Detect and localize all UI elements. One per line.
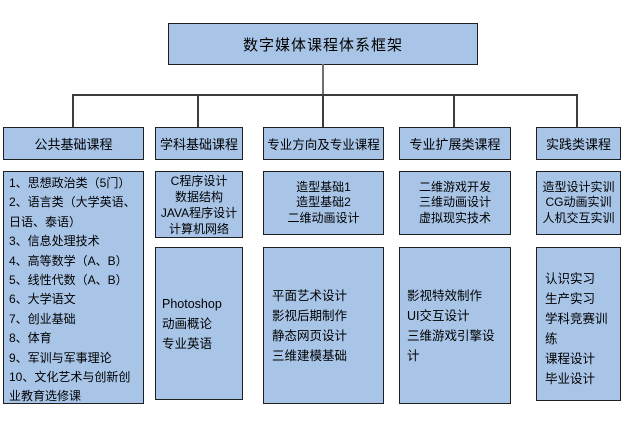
category-header-major-extension: 专业扩展类课程 <box>399 127 511 160</box>
connector-drop-line-3 <box>322 95 324 128</box>
category-header-discipline-basic: 学科基础课程 <box>155 127 243 160</box>
connector-drop-line-5 <box>576 95 578 128</box>
course-box-text: Photoshop 动画概论 专业英语 <box>162 296 222 351</box>
course-box-major-extension-lower: 影视特效制作 UI交互设计 三维游戏引擎设 计 <box>399 247 511 404</box>
course-box-text: 造型设计实训 CG动画实训 人机交互实训 <box>542 179 615 225</box>
course-box-text: 二维游戏开发 三维动画设计 虚拟现实技术 <box>418 179 491 225</box>
connector-root-vertical-line <box>322 64 324 95</box>
diagram-title: 数字媒体课程体系框架 <box>242 36 403 54</box>
connector-drop-line-4 <box>453 95 455 128</box>
course-box-text: 造型基础1 造型基础2 二维动画设计 <box>287 179 360 225</box>
course-box-major-direction-lower: 平面艺术设计 影视后期制作 静态网页设计 三维建模基础 <box>263 247 384 404</box>
category-header-label: 实践类课程 <box>545 137 611 152</box>
course-box-public-basic-list: 1、思想政治类（5门） 2、语言类（大学英语、 日语、泰语） 3、信息处理技术 … <box>3 171 144 404</box>
category-header-label: 学科基础课程 <box>159 137 238 152</box>
connector-horizontal-rail <box>72 94 578 96</box>
connector-drop-line-1 <box>72 95 74 128</box>
course-box-major-direction-upper: 造型基础1 造型基础2 二维动画设计 <box>263 171 384 235</box>
course-box-major-extension-upper: 二维游戏开发 三维动画设计 虚拟现实技术 <box>399 171 511 235</box>
course-box-practice-upper: 造型设计实训 CG动画实训 人机交互实训 <box>536 171 621 235</box>
course-box-text: 平面艺术设计 影视后期制作 静态网页设计 三维建模基础 <box>272 288 348 363</box>
course-box-discipline-basic-lower: Photoshop 动画概论 专业英语 <box>155 247 243 400</box>
category-header-label: 专业扩展类课程 <box>409 137 501 152</box>
diagram-title-box: 数字媒体课程体系框架 <box>168 23 478 65</box>
course-box-text: 认识实习 生产实习 学科竞赛训 练 课程设计 毕业设计 <box>545 272 608 386</box>
course-box-text: 影视特效制作 UI交互设计 三维游戏引擎设 计 <box>407 288 495 363</box>
course-box-practice-lower: 认识实习 生产实习 学科竞赛训 练 课程设计 毕业设计 <box>536 247 621 401</box>
connector-drop-line-2 <box>197 95 199 128</box>
category-header-practice: 实践类课程 <box>536 127 621 160</box>
course-box-discipline-basic-upper: C程序设计 数据结构 JAVA程序设计 计算机网络 <box>155 171 243 238</box>
category-header-label: 公共基础课程 <box>34 137 113 152</box>
category-header-public-basic: 公共基础课程 <box>3 127 144 160</box>
category-header-label: 专业方向及专业课程 <box>267 138 380 152</box>
category-header-major-direction: 专业方向及专业课程 <box>263 127 384 160</box>
